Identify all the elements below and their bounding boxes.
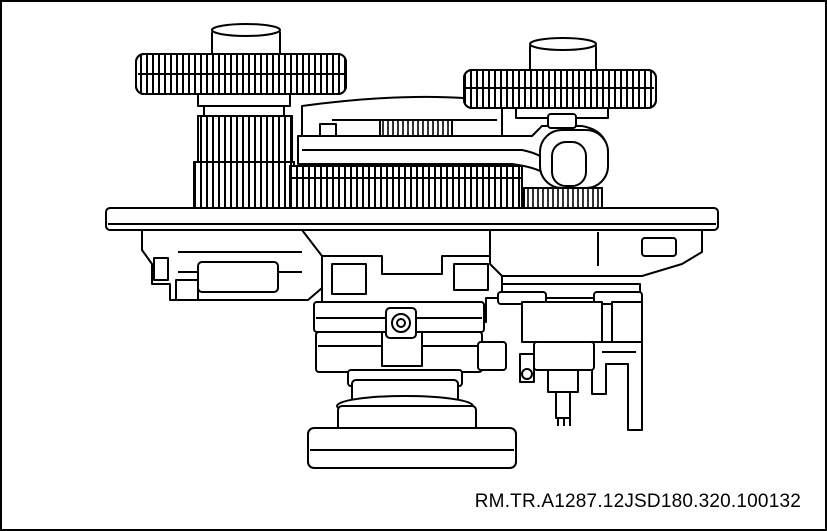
gear-train — [289, 165, 603, 209]
lower-body — [315, 331, 507, 387]
right-bracket — [591, 341, 643, 431]
bottom-flange — [307, 379, 517, 469]
left-gear-stack — [135, 23, 347, 209]
upper-cover — [301, 95, 503, 143]
shift-arm — [297, 113, 609, 189]
figure-reference-code: RM.TR.A1287.12JSD180.320.100132 — [474, 491, 801, 512]
valve-fitting — [385, 307, 417, 339]
housing — [141, 229, 703, 343]
mounting-plate — [105, 207, 719, 231]
right-gear — [463, 37, 657, 119]
electrical-connector — [519, 341, 595, 426]
